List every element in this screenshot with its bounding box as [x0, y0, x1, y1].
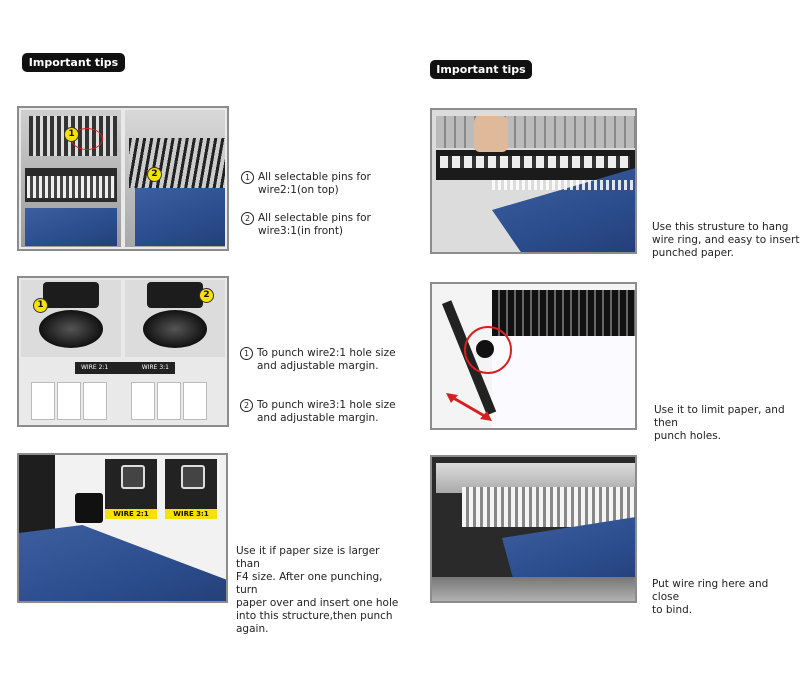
machine-front-pins: [125, 110, 225, 247]
left-photo-1: 1 2: [17, 106, 229, 251]
marker-2-icon: 2: [199, 288, 214, 303]
wire-3-1-block: [165, 459, 217, 509]
limit-dial-icon: [464, 326, 512, 374]
wire-2-1-tag: WIRE 2:1: [105, 509, 157, 519]
right-tip2-caption: Use it to limit paper, and then punch ho…: [654, 404, 785, 442]
left-header-pill: Important tips: [22, 53, 125, 72]
right-photo-1: [430, 108, 637, 254]
marker-2-icon: 2: [147, 167, 162, 182]
right-photo-3: [430, 455, 637, 603]
left-photo-3: WIRE 2:1 WIRE 3:1: [17, 453, 228, 603]
marker-1-icon: 1: [33, 298, 48, 313]
right-tip1-caption: Use this strusture to hang wire ring, an…: [652, 221, 800, 259]
right-tip3-caption: Put wire ring here and close to bind.: [652, 578, 769, 616]
right-header-text: Important tips: [436, 63, 526, 76]
dial-left: [21, 280, 121, 357]
left-tip3-caption: Use it if paper size is larger than F4 s…: [236, 545, 399, 635]
dial-right: [125, 280, 225, 357]
marker-1-icon: 1: [64, 127, 79, 142]
wire-3-1-tag: WIRE 3:1: [165, 509, 217, 519]
wire-2-1-block: [105, 459, 157, 509]
double-arrow-icon: [446, 393, 492, 421]
right-photo-2: [430, 282, 637, 430]
blue-paper: [19, 525, 226, 601]
left-header-text: Important tips: [28, 56, 119, 69]
right-header-pill: Important tips: [430, 60, 532, 79]
